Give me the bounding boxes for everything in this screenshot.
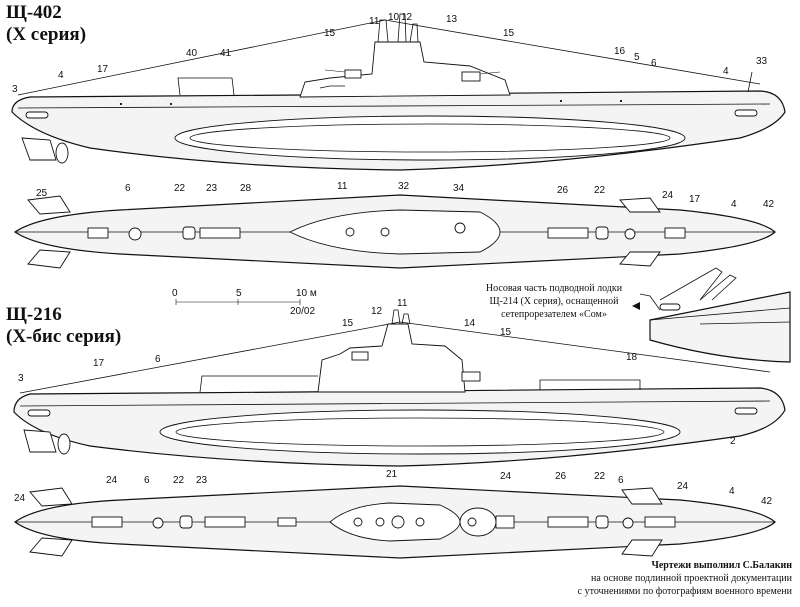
scale-tick-5: 5: [236, 288, 242, 299]
scale-mark: 20/02: [290, 306, 315, 317]
callout: 23: [206, 183, 218, 194]
callout: 5: [634, 52, 640, 63]
credit-line-1: Чертежи выполнил С.Балакин: [651, 560, 792, 571]
shch216-name: Щ-216: [6, 304, 62, 325]
callout: 23: [196, 475, 208, 486]
drawing-credit: Чертежи выполнил С.Балакин на основе под…: [578, 559, 792, 598]
callout: 4: [723, 66, 729, 77]
shch402-side-view: [11, 13, 786, 171]
callout: 4: [58, 70, 64, 81]
callout: 12: [371, 306, 383, 317]
inset-bow-net-cutter: [632, 267, 791, 363]
callout: 24: [14, 493, 26, 504]
shch216-top-view: [13, 485, 776, 559]
callout: 34: [453, 183, 465, 194]
callout: 6: [125, 183, 131, 194]
callout: 15: [500, 327, 512, 338]
callout: 40: [186, 48, 198, 59]
shch402-aft-gun: [461, 71, 501, 82]
callout: 24: [662, 190, 674, 201]
callout: 6: [144, 475, 150, 486]
shch216-title: Щ-216 (X-бис серия): [6, 304, 121, 348]
callout: 3: [18, 373, 24, 384]
shch402-title: Щ-402 (X серия): [6, 2, 86, 46]
callout: 33: [756, 56, 768, 67]
shch402-name: Щ-402: [6, 2, 62, 23]
callout: 21: [386, 469, 398, 480]
callout: 2: [730, 436, 736, 447]
callout: 22: [174, 183, 186, 194]
callout: 6: [618, 475, 624, 486]
shch216-rudder: [23, 429, 71, 455]
callout: 42: [763, 199, 775, 210]
scale-tick-0: 0: [172, 288, 178, 299]
shch402-conning-tower: [299, 41, 511, 98]
callout: 15: [342, 318, 354, 329]
callouts-shch216-side: 3 17 6 15 12 11 14 15 18 2: [18, 298, 736, 447]
shch216-pressure-hull: [159, 409, 681, 455]
callout: 17: [97, 64, 109, 75]
callout: 15: [324, 28, 336, 39]
callout: 25: [36, 188, 48, 199]
callout: 26: [557, 185, 569, 196]
callout: 15: [503, 28, 515, 39]
shch402-series: (X серия): [6, 24, 87, 45]
callout: 28: [240, 183, 252, 194]
callout: 24: [500, 471, 512, 482]
callout: 13: [446, 14, 458, 25]
callouts-shch402-side: 3 4 17 40 41 15 11 10 12 13 15 16 5 6 4 …: [12, 12, 768, 95]
callout: 6: [155, 354, 161, 365]
callout: 3: [12, 84, 18, 95]
callout: 42: [761, 496, 773, 507]
shch402-rudder: [21, 137, 69, 164]
callout: 24: [677, 481, 689, 492]
callout: 11: [369, 16, 380, 27]
shch216-fwd-gun: [351, 351, 369, 361]
shch402-stern-planes: [27, 195, 71, 269]
callout: 17: [689, 194, 701, 205]
shch402-pressure-hull: [174, 115, 686, 161]
callout: 18: [626, 352, 638, 363]
callout: 11: [397, 298, 408, 309]
credit-line-2: на основе подлинной проектной документац…: [591, 573, 792, 584]
callout: 4: [731, 199, 737, 210]
inset-arrow: [632, 302, 640, 310]
shch402-top-view: [13, 194, 776, 269]
callout: 24: [106, 475, 118, 486]
callouts-shch216-top: 24 24 6 22 23 21 24 26 22 6 24 4 42: [14, 469, 773, 507]
shch216-aft-gun: [461, 371, 481, 382]
callout: 22: [594, 471, 606, 482]
callout: 12: [401, 12, 413, 23]
callout: 22: [594, 185, 606, 196]
callout: 17: [93, 358, 105, 369]
shch402-fwd-gun: [324, 69, 362, 79]
shch216-conning-tower: [317, 323, 466, 393]
callouts-shch402-top: 25 6 22 23 28 11 32 34 26 22 24 17 4 42: [36, 181, 775, 210]
callout: 10: [388, 12, 400, 23]
inset-caption: Носовая часть подводной лодки Щ-214 (X с…: [485, 283, 623, 320]
callout: 22: [173, 475, 185, 486]
callout: 26: [555, 471, 567, 482]
callout: 6: [651, 58, 657, 69]
scale-tick-10: 10 м: [296, 288, 317, 299]
shch216-side-view: [13, 309, 786, 467]
callout: 14: [464, 318, 476, 329]
callout: 16: [614, 46, 626, 57]
callout: 4: [729, 486, 735, 497]
callout: 32: [398, 181, 410, 192]
shch216-stern-planes: [29, 487, 73, 557]
shch216-series: (X-бис серия): [6, 326, 122, 347]
callout: 11: [337, 181, 348, 192]
credit-line-3: с уточнениями по фотографиям военного вр…: [577, 586, 792, 597]
scale-bar: 0 5 10 м 20/02: [172, 288, 317, 317]
callout: 41: [220, 48, 232, 59]
